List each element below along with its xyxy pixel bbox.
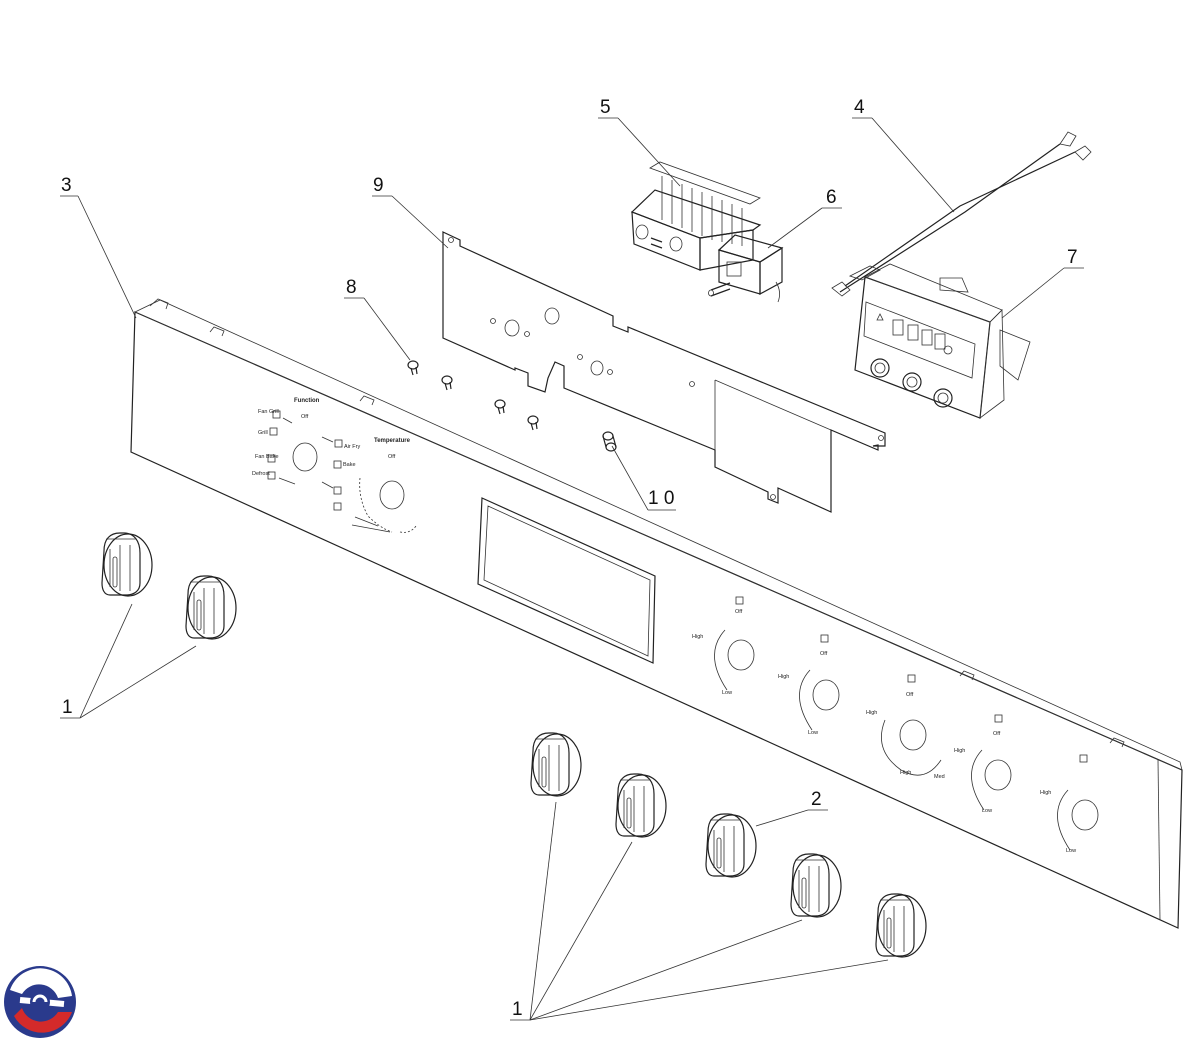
burner-knob-3 [705,813,757,878]
function-graphics: Function Off Fan Grill Grill Fan Bake De… [252,398,360,511]
svg-text:Low: Low [722,690,732,696]
callout-6: 6 [826,187,837,208]
svg-text:Low: Low [982,808,992,814]
burner-knob-4 [790,853,842,918]
defrost-icon [267,471,276,480]
function-off-label: Off [301,414,309,420]
svg-text:Off: Off [906,692,914,698]
callout-8: 8 [346,277,357,298]
callout-10: 1 0 [648,488,674,509]
oven-knob-1 [101,532,153,597]
callout-3: 3 [61,175,72,196]
oven-knob-2 [185,575,237,640]
mounting-bracket [442,231,886,513]
svg-text:Off: Off [993,731,1001,737]
timer-button-right [933,388,953,408]
bake-icon [333,460,342,469]
airfry-label: Air Fry [344,444,360,450]
wiring-harness [831,131,1092,297]
clock-icon [943,345,953,355]
svg-text:High: High [1040,790,1051,796]
function-selector-switch [630,161,762,271]
spacer-bush [602,431,617,452]
airfry-icon [334,439,343,448]
callout-5: 5 [600,97,611,118]
timer-display-panel [863,301,976,379]
timer-module [854,263,1031,419]
burner-knob-2 [615,773,667,838]
fan-grill-icon [272,410,281,419]
bake-label: Bake [343,462,356,468]
timer-button-left [870,358,890,378]
burner-control-graphics: Off High Low Off High Low Off High High … [692,596,1099,854]
burner-knob-5 [875,893,927,958]
grill-icon [269,427,278,436]
svg-text:Low: Low [1066,848,1076,854]
temperature-graphics: Temperature Off [351,438,417,533]
fan-bake-label: Fan Bake [255,454,279,460]
grill-label: Grill [258,430,268,436]
callout-leaders [60,117,1084,1021]
svg-text:Off: Off [820,651,828,657]
burner-knob-1 [530,732,582,797]
svg-text:High: High [692,634,703,640]
fan-bake-icon [267,454,276,463]
svg-text:High: High [866,710,877,716]
svg-text:Med: Med [934,774,945,780]
bell-icon [876,313,884,321]
brand-logo [4,966,76,1038]
svg-text:Off: Off [735,609,743,615]
callout-numbers: 3 9 8 5 6 4 7 1 0 2 1 1 [61,97,1078,1020]
svg-text:High: High [900,770,911,776]
temperature-label: Temperature [374,438,411,444]
callout-2: 2 [811,789,822,810]
svg-text:Low: Low [808,730,818,736]
control-panel-fascia: Function Off Fan Grill Grill Fan Bake De… [130,298,1183,929]
callout-7: 7 [1067,247,1078,268]
temperature-off-label: Off [388,454,396,460]
timer-button-middle [902,372,922,392]
callout-4: 4 [854,97,865,118]
callout-9: 9 [373,175,384,196]
defrost-label: Defrost [252,471,270,477]
fan-grill-label: Fan Grill [258,409,279,415]
timer-digits [892,319,946,350]
svg-text:High: High [954,748,965,754]
callout-1-left: 1 [62,697,73,718]
thermostat [708,234,784,303]
callout-1-bottom: 1 [512,999,523,1020]
function-label: Function [294,398,320,404]
screws [407,360,539,431]
svg-text:High: High [778,674,789,680]
